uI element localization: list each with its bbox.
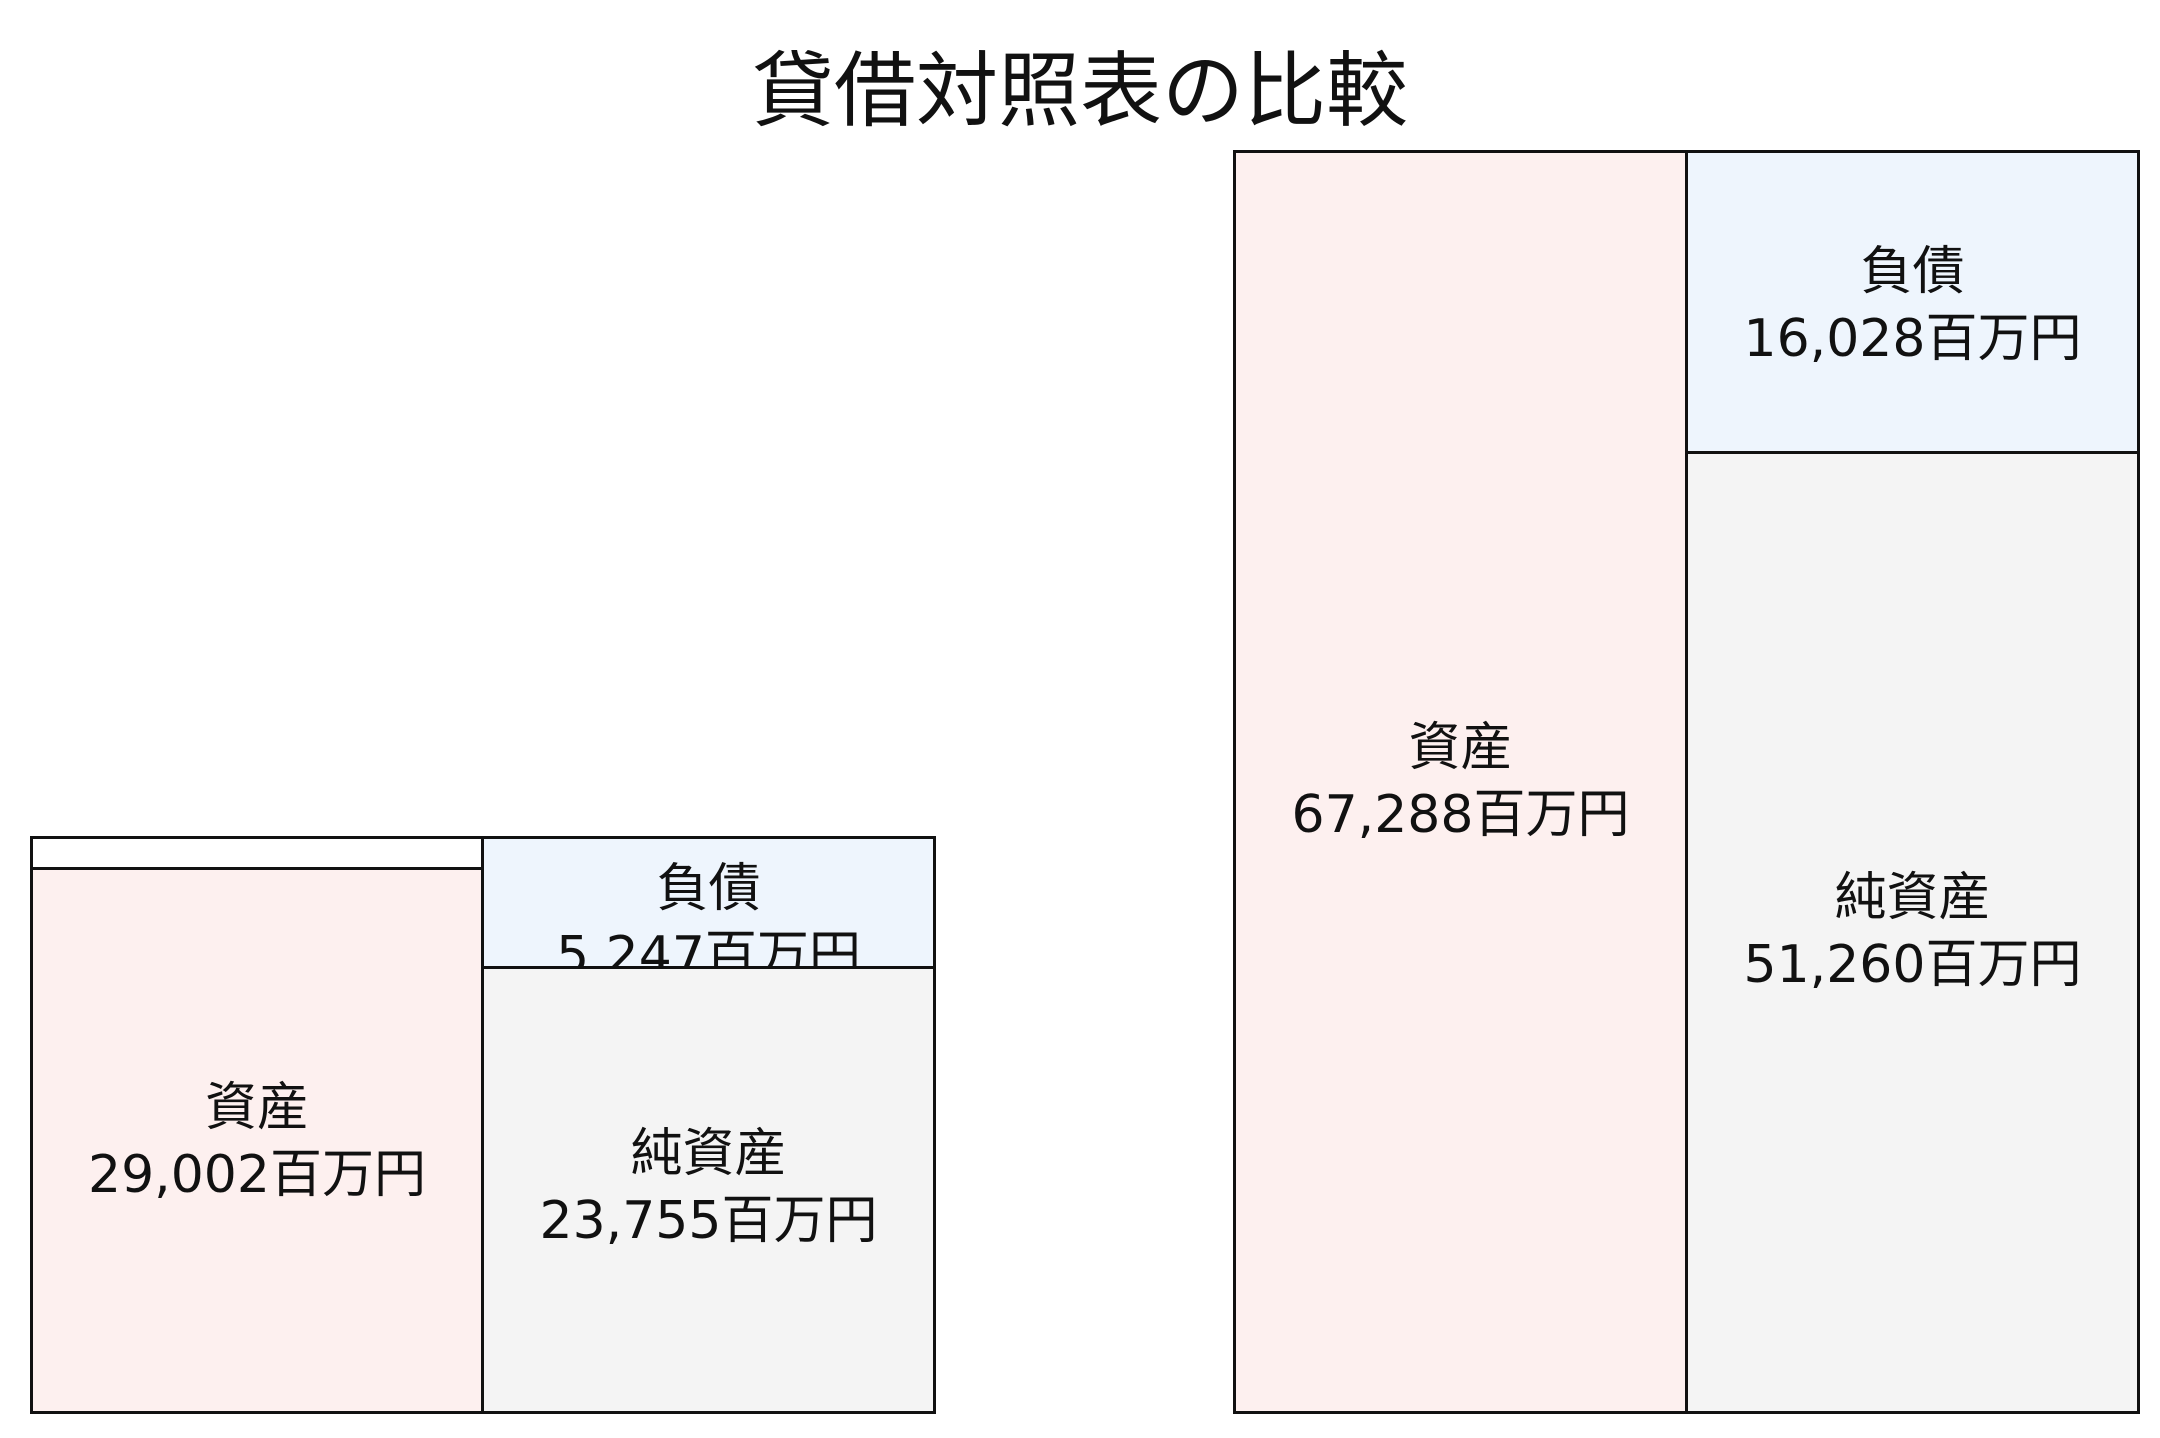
liabilities-label: 負債	[1860, 242, 1965, 302]
liabilities-label: 負債	[656, 859, 761, 919]
net-assets-value: 51,260百万円	[1743, 935, 2082, 995]
diagram-title: 貸借対照表の比較	[751, 44, 1408, 139]
net-assets-label: 純資産	[1834, 868, 1991, 928]
liabilities-block: 負債 5,247百万円	[481, 836, 936, 969]
net-assets-block: 純資産 23,755百万円	[481, 966, 936, 1414]
assets-gap-block	[30, 836, 484, 870]
assets-value: 67,288百万円	[1291, 785, 1630, 845]
assets-value: 29,002百万円	[88, 1145, 426, 1205]
net-assets-block: 純資産 51,260百万円	[1685, 451, 2140, 1414]
assets-block: 資産 29,002百万円	[30, 867, 484, 1414]
liabilities-value: 16,028百万円	[1743, 309, 2082, 369]
liabilities-value: 5,247百万円	[556, 926, 861, 969]
net-assets-label: 純資産	[630, 1124, 787, 1184]
liabilities-block: 負債 16,028百万円	[1685, 150, 2140, 454]
assets-label: 資産	[204, 1078, 309, 1138]
assets-block: 資産 67,288百万円	[1233, 150, 1688, 1414]
assets-label: 資産	[1408, 718, 1513, 778]
net-assets-value: 23,755百万円	[539, 1191, 878, 1251]
